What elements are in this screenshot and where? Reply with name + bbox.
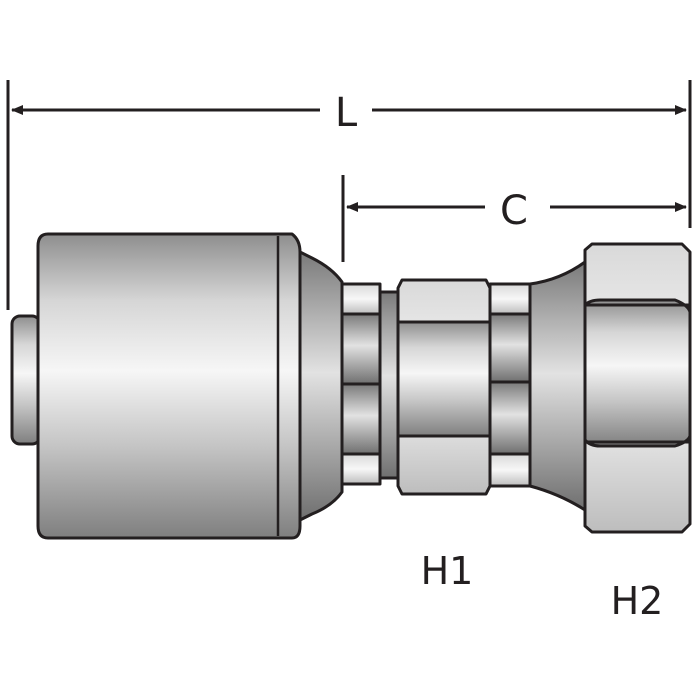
dimension-c-label: C [500, 188, 528, 234]
ferrule-sleeve [36, 232, 302, 540]
hex-1 [396, 278, 492, 496]
dimension-c [341, 175, 687, 262]
hex-2 [583, 242, 692, 534]
neck-transition [298, 250, 344, 522]
nipple-collar-left [340, 282, 400, 486]
fitting [10, 232, 692, 540]
nipple-collar-right [488, 260, 587, 512]
callout-h2: H2 [611, 579, 664, 623]
dimension-l [6, 80, 692, 310]
dimension-l-label: L [335, 90, 358, 136]
callout-h1: H1 [421, 549, 474, 593]
hose-stub [10, 314, 42, 446]
